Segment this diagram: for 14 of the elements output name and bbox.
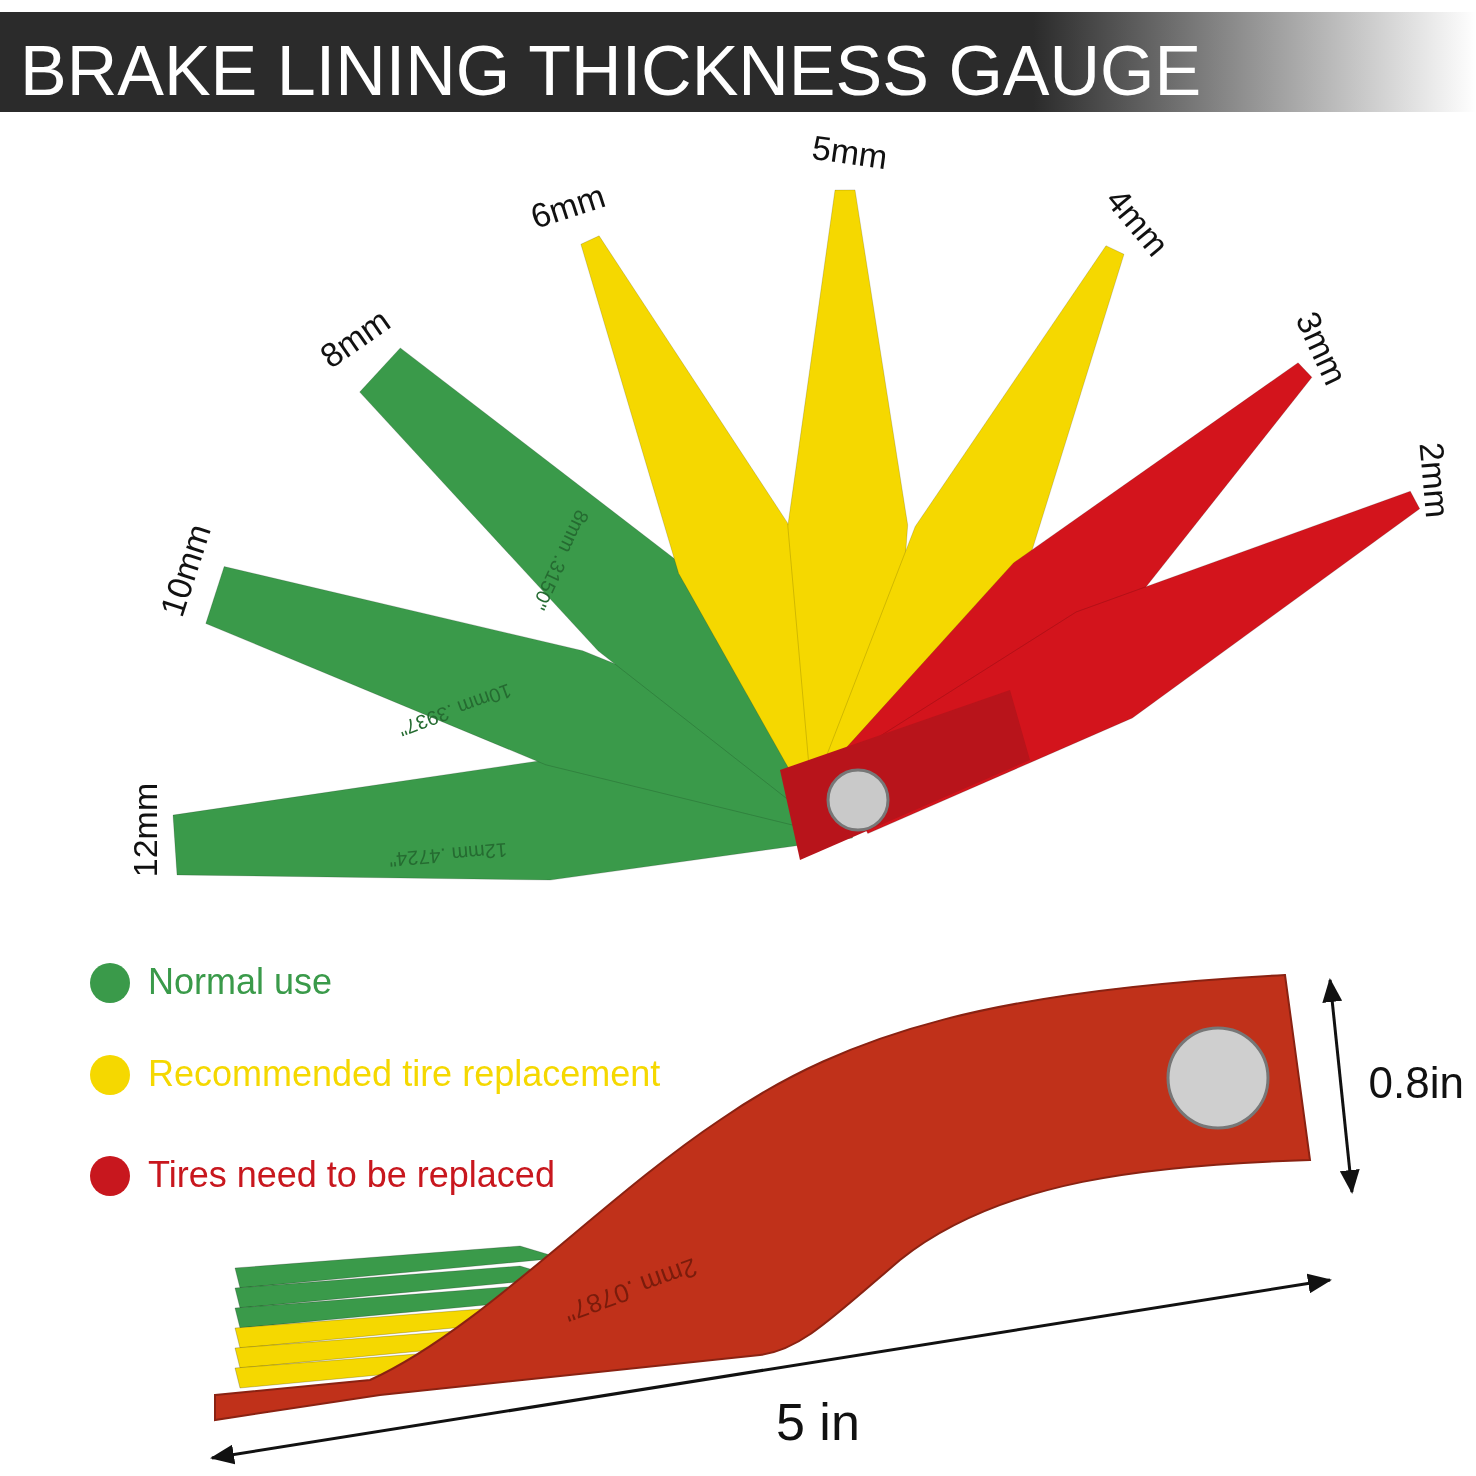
thickness-label: 6mm bbox=[526, 178, 609, 234]
dimension-label: 5 in bbox=[776, 1396, 860, 1448]
dimension-label: 0.8in bbox=[1368, 1061, 1464, 1105]
legend-text: Recommended tire replacement bbox=[148, 1056, 661, 1092]
thickness-label: 2mm bbox=[1414, 440, 1455, 520]
legend-text: Tires need to be replaced bbox=[148, 1157, 555, 1193]
title: BRAKE LINING THICKNESS GAUGE bbox=[20, 31, 1202, 112]
legend-text: Normal use bbox=[148, 964, 333, 1000]
thickness-label: 8mm bbox=[314, 302, 396, 374]
engraved-marking: 2mm .0787" bbox=[560, 1253, 701, 1327]
thickness-label: 10mm bbox=[154, 519, 216, 621]
thickness-label: 12mm bbox=[128, 782, 163, 878]
thickness-label: 5mm bbox=[810, 129, 890, 175]
thickness-label: 3mm bbox=[1290, 306, 1354, 390]
